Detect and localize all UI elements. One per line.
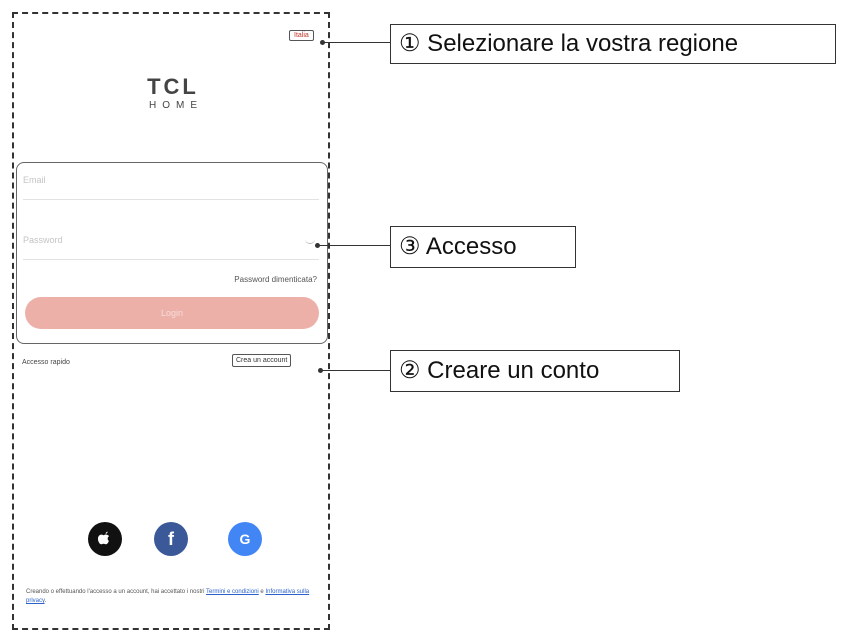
terms-middle: e — [260, 589, 264, 595]
connector-line-create — [320, 370, 390, 371]
terms-suffix: . — [44, 598, 47, 604]
logo-main-text: TCL — [147, 74, 199, 99]
tcl-home-logo: TCL HOME — [14, 74, 332, 112]
connector-line-access — [317, 245, 390, 246]
apple-logo-shape — [97, 531, 110, 545]
email-placeholder: Email — [23, 175, 46, 185]
connector-dot-region — [320, 40, 325, 45]
login-button[interactable]: Login — [25, 297, 319, 329]
connector-dot-create — [318, 368, 323, 373]
password-input[interactable]: Password — [23, 235, 319, 260]
terms-link[interactable]: Termini e condizioni — [206, 589, 259, 595]
google-glyph: G — [239, 531, 251, 547]
quick-access-link[interactable]: Accesso rapido — [22, 359, 70, 366]
connector-line-region — [322, 42, 390, 43]
apple-icon[interactable] — [88, 522, 122, 556]
phone-screen: Italia TCL HOME Email Password Password … — [12, 12, 330, 630]
logo-sub-text: HOME — [149, 100, 203, 111]
privacy-link[interactable]: Informativa sulla privacy — [26, 589, 310, 604]
callout-select-region: ① Selezionare la vostra regione — [390, 24, 836, 64]
email-input[interactable]: Email — [23, 175, 319, 200]
region-selector-button[interactable]: Italia — [289, 30, 314, 41]
connector-dot-access — [315, 243, 320, 248]
create-account-button[interactable]: Crea un account — [232, 354, 292, 367]
facebook-icon[interactable]: f — [154, 522, 188, 556]
terms-text: Creando o effettuando l'accesso a un acc… — [26, 588, 318, 606]
facebook-glyph: f — [168, 529, 174, 549]
forgot-password-link[interactable]: Password dimenticata? — [234, 275, 317, 284]
google-icon[interactable]: G — [228, 522, 262, 556]
callout-create-account: ② Creare un conto — [390, 350, 680, 392]
callout-access: ③ Accesso — [390, 226, 576, 268]
eye-icon[interactable] — [305, 237, 315, 244]
login-form: Email Password Password dimenticata? Log… — [16, 162, 328, 344]
terms-prefix: Creando o effettuando l'accesso a un acc… — [26, 589, 205, 595]
password-placeholder: Password — [23, 235, 63, 245]
